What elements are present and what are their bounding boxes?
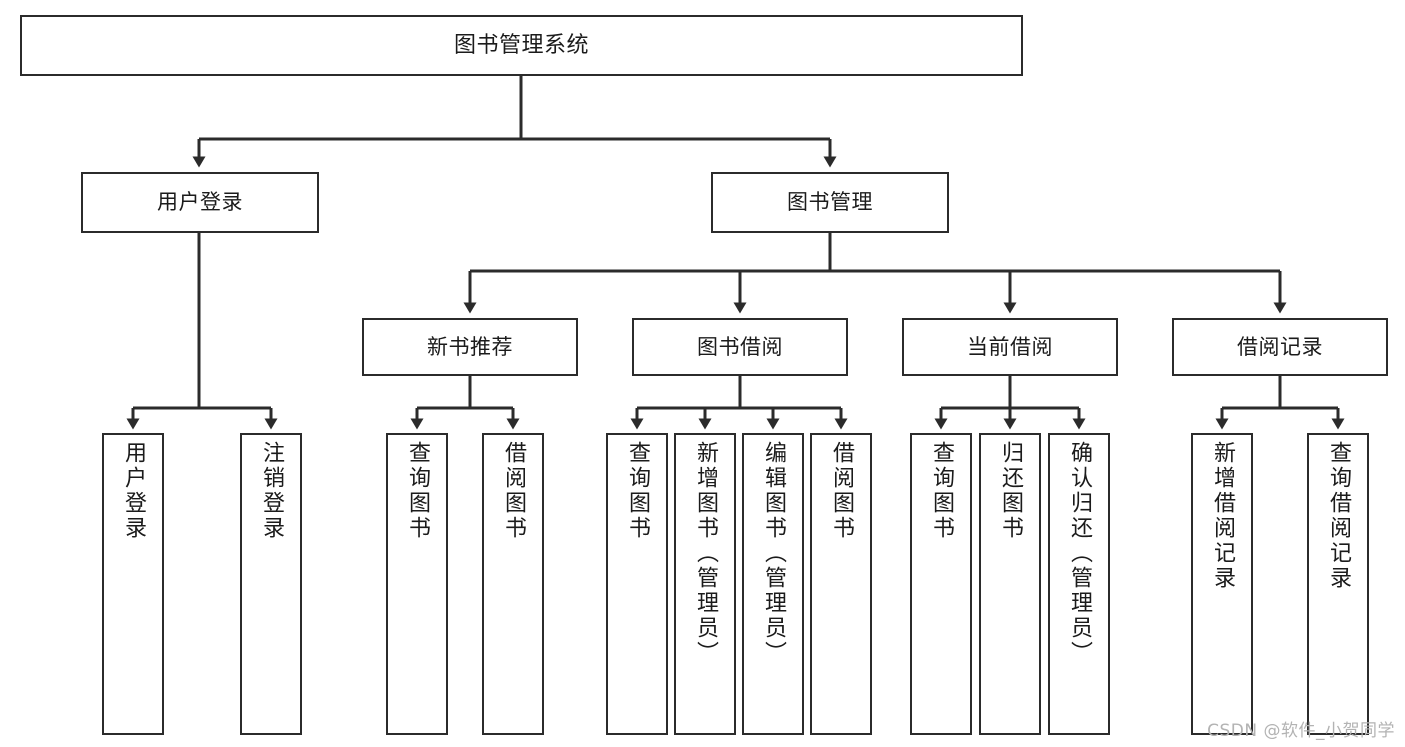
leaf-confirm-return-admin[interactable]: 确认归还（管理员） (1048, 433, 1110, 735)
leaf-logout-label: 注销登录 (259, 441, 284, 541)
leaf-query-book-newbook-label: 查询图书 (405, 441, 430, 541)
leaf-borrow-book-newbook-label: 借阅图书 (501, 441, 526, 541)
node-new-book-recommend-label: 新书推荐 (427, 334, 513, 359)
node-root-label: 图书管理系统 (453, 32, 589, 58)
leaf-query-book-borrow-label: 查询图书 (625, 441, 650, 541)
leaf-borrow-book-label: 借阅图书 (829, 441, 854, 541)
leaf-edit-book-admin[interactable]: 编辑图书（管理员） (742, 433, 804, 735)
leaf-add-borrow-record[interactable]: 新增借阅记录 (1191, 433, 1253, 735)
node-user-login[interactable]: 用户登录 (81, 172, 319, 233)
leaf-return-book-label: 归还图书 (998, 441, 1023, 541)
node-book-management[interactable]: 图书管理 (711, 172, 949, 233)
leaf-borrow-book[interactable]: 借阅图书 (810, 433, 872, 735)
leaf-return-book[interactable]: 归还图书 (979, 433, 1041, 735)
leaf-logout[interactable]: 注销登录 (240, 433, 302, 735)
leaf-confirm-return-admin-label: 确认归还（管理员） (1067, 441, 1092, 666)
node-root[interactable]: 图书管理系统 (20, 15, 1023, 76)
leaf-query-borrow-record-label: 查询借阅记录 (1326, 441, 1351, 591)
node-current-borrow[interactable]: 当前借阅 (902, 318, 1118, 376)
node-user-login-label: 用户登录 (157, 190, 243, 215)
leaf-user-login-label: 用户登录 (121, 441, 146, 541)
node-current-borrow-label: 当前借阅 (967, 334, 1053, 359)
leaf-edit-book-admin-label: 编辑图书（管理员） (761, 441, 786, 666)
leaf-query-book-current[interactable]: 查询图书 (910, 433, 972, 735)
leaf-borrow-book-newbook[interactable]: 借阅图书 (482, 433, 544, 735)
leaf-add-book-admin[interactable]: 新增图书（管理员） (674, 433, 736, 735)
node-book-management-label: 图书管理 (787, 190, 873, 215)
leaf-query-book-newbook[interactable]: 查询图书 (386, 433, 448, 735)
node-book-borrow[interactable]: 图书借阅 (632, 318, 848, 376)
csdn-watermark: CSDN @软件_小贺同学 (1207, 721, 1395, 741)
leaf-query-borrow-record[interactable]: 查询借阅记录 (1307, 433, 1369, 735)
leaf-query-book-current-label: 查询图书 (929, 441, 954, 541)
leaf-add-borrow-record-label: 新增借阅记录 (1210, 441, 1235, 591)
leaf-user-login[interactable]: 用户登录 (102, 433, 164, 735)
leaf-add-book-admin-label: 新增图书（管理员） (693, 441, 718, 666)
node-book-borrow-label: 图书借阅 (697, 334, 783, 359)
leaf-query-book-borrow[interactable]: 查询图书 (606, 433, 668, 735)
node-borrow-records-label: 借阅记录 (1237, 334, 1323, 359)
node-new-book-recommend[interactable]: 新书推荐 (362, 318, 578, 376)
node-borrow-records[interactable]: 借阅记录 (1172, 318, 1388, 376)
